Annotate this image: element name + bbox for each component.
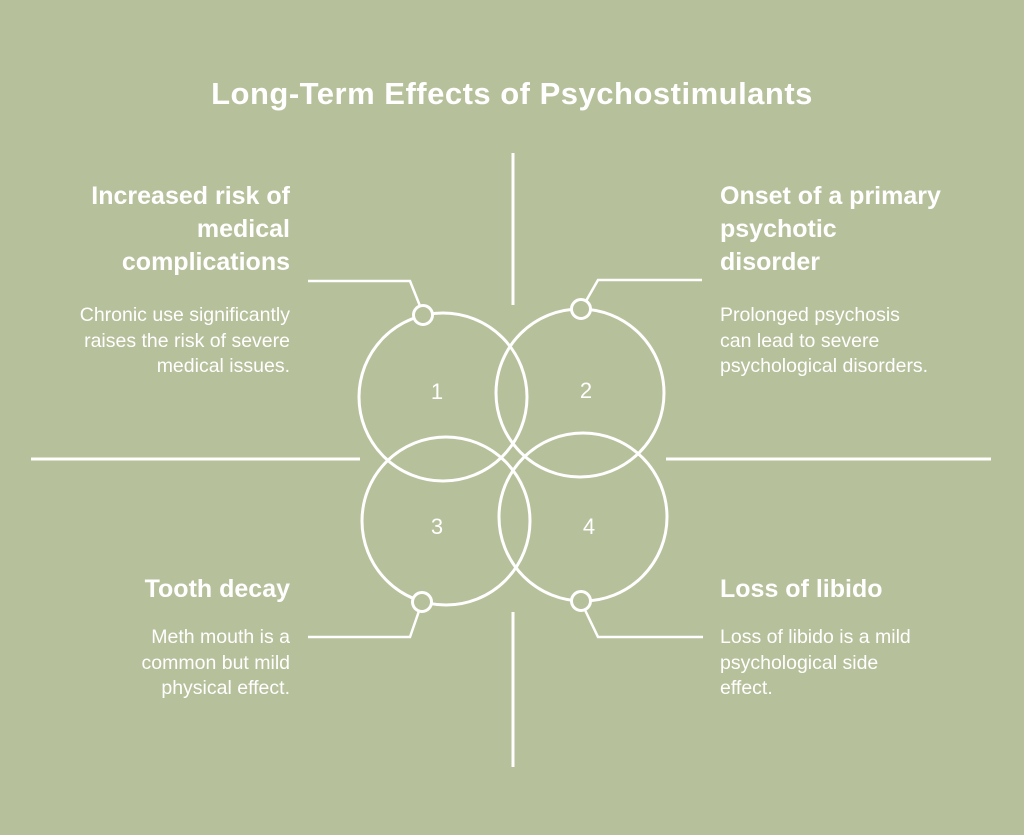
- item-4-heading: Loss of libido: [720, 575, 883, 603]
- infographic-title: Long-Term Effects of Psychostimulants: [211, 76, 813, 111]
- connector-line-2: [584, 278, 702, 302]
- item-1-description: Chronic use significantly raises the ris…: [79, 304, 290, 377]
- anchor-ring-icon-2: [570, 298, 592, 320]
- venn-circle-3: [360, 435, 532, 607]
- venn-circle-1: [357, 311, 529, 483]
- anchor-ring-icon-4: [570, 590, 592, 612]
- item-3-description: Meth mouth is a common but mild physical…: [141, 626, 290, 699]
- item-4-description: Loss of libido is a mild psychological s…: [720, 626, 911, 699]
- connector-line-4: [583, 609, 703, 639]
- circle-1-number: 1: [430, 379, 444, 404]
- connector-line-1: [308, 279, 422, 307]
- circle-3-number: 3: [430, 514, 444, 539]
- item-2-description: Prolonged psychosis can lead to severe p…: [720, 304, 929, 377]
- circle-4-number: 4: [582, 514, 596, 539]
- item-3-heading: Tooth decay: [144, 575, 290, 603]
- circle-2-number: 2: [579, 378, 593, 403]
- item-1-heading: Increased risk of medical complications: [91, 182, 290, 276]
- anchor-ring-icon-1: [412, 304, 434, 326]
- connector-line-3: [308, 610, 421, 639]
- item-2-heading: Onset of a primary psychotic disorder: [720, 182, 941, 276]
- anchor-ring-icon-3: [411, 591, 433, 613]
